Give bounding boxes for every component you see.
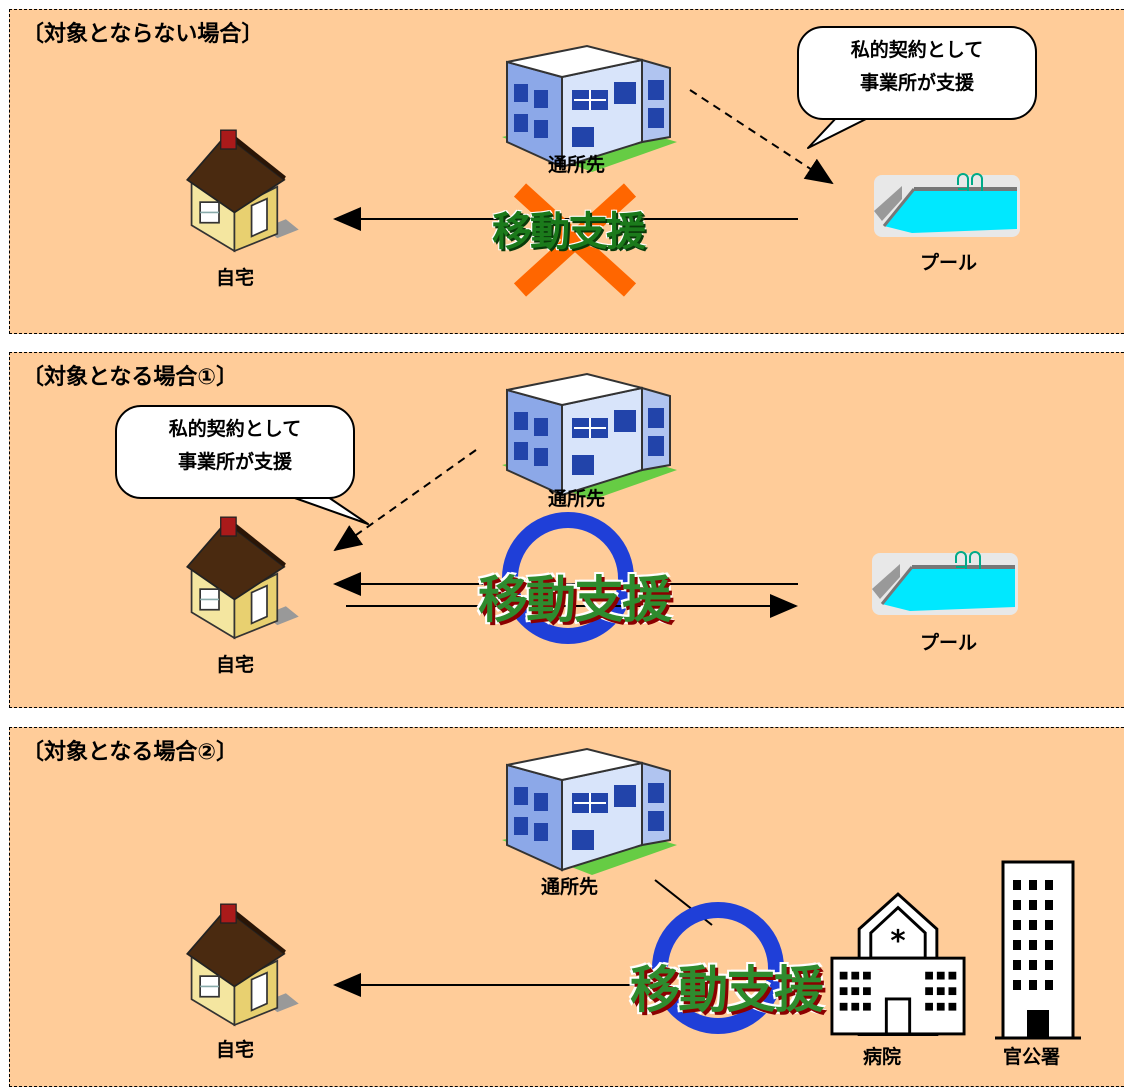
speech-bubble: 私的契約として 事業所が支援 xyxy=(797,26,1037,120)
home-label: 自宅 xyxy=(216,267,255,289)
circle-mark xyxy=(652,902,784,1034)
support-label: 移動支援 xyxy=(492,209,646,255)
dashed-arrow xyxy=(689,89,834,185)
bubble-line-1: 私的契約として xyxy=(850,39,984,61)
support-label: 移動支援 xyxy=(478,571,672,629)
panel-title: 〔対象となる場合②〕 xyxy=(22,740,238,765)
panel-title: 〔対象となる場合①〕 xyxy=(22,365,238,390)
speech-bubble: 私的契約として 事業所が支援 xyxy=(115,405,355,499)
facility-label: 通所先 xyxy=(548,154,606,176)
dashed-arrow xyxy=(333,449,477,552)
cross-mark-b xyxy=(513,183,637,297)
hospital-label: 病院 xyxy=(863,1046,902,1068)
panel-title: 〔対象とならない場合〕 xyxy=(22,22,264,47)
facility-label: 通所先 xyxy=(541,876,599,898)
office-label: 官公署 xyxy=(1003,1046,1061,1068)
bubble-line-1: 私的契約として xyxy=(168,418,302,440)
pool-label: プール xyxy=(920,252,978,274)
bubble-line-2: 事業所が支援 xyxy=(859,72,974,94)
support-label: 移動支援 xyxy=(630,961,824,1019)
panel2-lines xyxy=(291,449,798,644)
home-label: 自宅 xyxy=(216,1039,255,1061)
circle-mark xyxy=(502,512,634,644)
home-label: 自宅 xyxy=(216,654,255,676)
bubble-line-2: 事業所が支援 xyxy=(177,451,292,473)
pool-label: プール xyxy=(920,632,978,654)
facility-label: 通所先 xyxy=(548,488,606,510)
